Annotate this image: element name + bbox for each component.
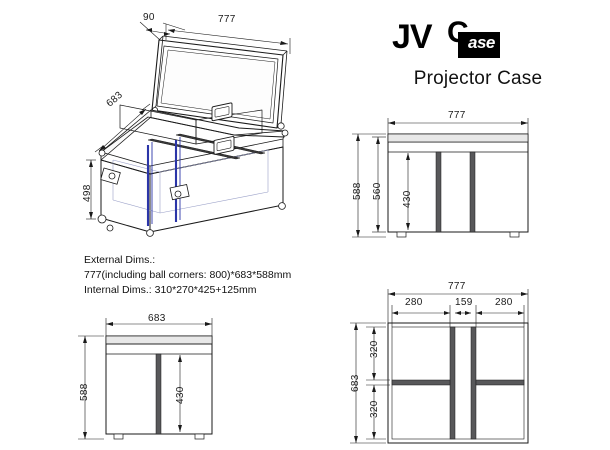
dim-label-side-inner-height: 430	[175, 386, 186, 404]
external-dims-value: 777(including ball corners: 800)*683*588…	[84, 269, 292, 281]
logo-black-box	[458, 32, 500, 58]
dim-label-cell-right: 280	[495, 297, 513, 308]
front-elevation-view	[352, 118, 529, 238]
dim-label-front-total-height: 588	[352, 182, 363, 200]
isometric-view	[86, 21, 291, 237]
specifications-block: External Dims.: 777(including ball corne…	[84, 253, 291, 298]
logo-jv-text: JV	[392, 18, 433, 56]
lid-panel	[151, 35, 288, 129]
dim-lid-depth	[139, 21, 186, 41]
dim-label-side-total-height: 588	[79, 383, 90, 401]
divider-blue-edges	[146, 140, 178, 226]
dim-label-cell-middle: 159	[455, 297, 473, 308]
dim-iso-width	[165, 24, 291, 54]
dim-front-body-height	[372, 136, 386, 233]
dim-label-top-depth: 683	[350, 374, 361, 392]
dim-iso-height	[86, 159, 96, 220]
dim-top-cells	[391, 305, 525, 327]
dim-label-top-width: 777	[448, 281, 466, 292]
jvcase-logo: JV C ase	[392, 16, 512, 60]
dim-label-iso-width: 777	[218, 14, 236, 25]
logo-c-text: C	[447, 16, 469, 49]
dim-side-width	[105, 318, 213, 336]
dim-front-width	[387, 118, 529, 134]
dim-label-front-inner-height: 430	[402, 190, 413, 208]
dim-top-depth	[350, 322, 386, 444]
dish-handles	[211, 102, 235, 155]
dim-label-iso-height: 498	[82, 184, 93, 202]
dim-label-side-width: 683	[148, 313, 166, 324]
dim-label-front-width: 777	[448, 110, 466, 121]
top-plan-view	[350, 289, 529, 444]
dim-label-front-body-height: 560	[372, 182, 383, 200]
dim-label-cell-bottom: 320	[369, 400, 380, 418]
dim-side-total-height	[78, 335, 104, 440]
case-body	[100, 109, 286, 233]
dim-label-cell-left: 280	[405, 297, 423, 308]
ball-corners	[97, 129, 289, 237]
logo-ase-text: ase	[468, 33, 495, 52]
butterfly-latches	[100, 167, 190, 201]
dim-iso-depth	[94, 103, 151, 153]
dim-front-inner-height	[406, 153, 410, 230]
dim-top-cell-depths	[366, 326, 390, 440]
dim-side-inner-height	[178, 355, 182, 432]
dim-label-lid-depth: 90	[143, 12, 155, 23]
dim-label-cell-top: 320	[369, 340, 380, 358]
dim-top-width	[387, 289, 529, 323]
external-dims-label: External Dims.:	[84, 254, 156, 266]
side-elevation-view	[78, 318, 213, 440]
dim-front-total-height	[352, 133, 386, 238]
internal-dims-line: Internal Dims.: 310*270*425+125mm	[84, 284, 257, 296]
page-title: Projector Case	[413, 68, 543, 89]
